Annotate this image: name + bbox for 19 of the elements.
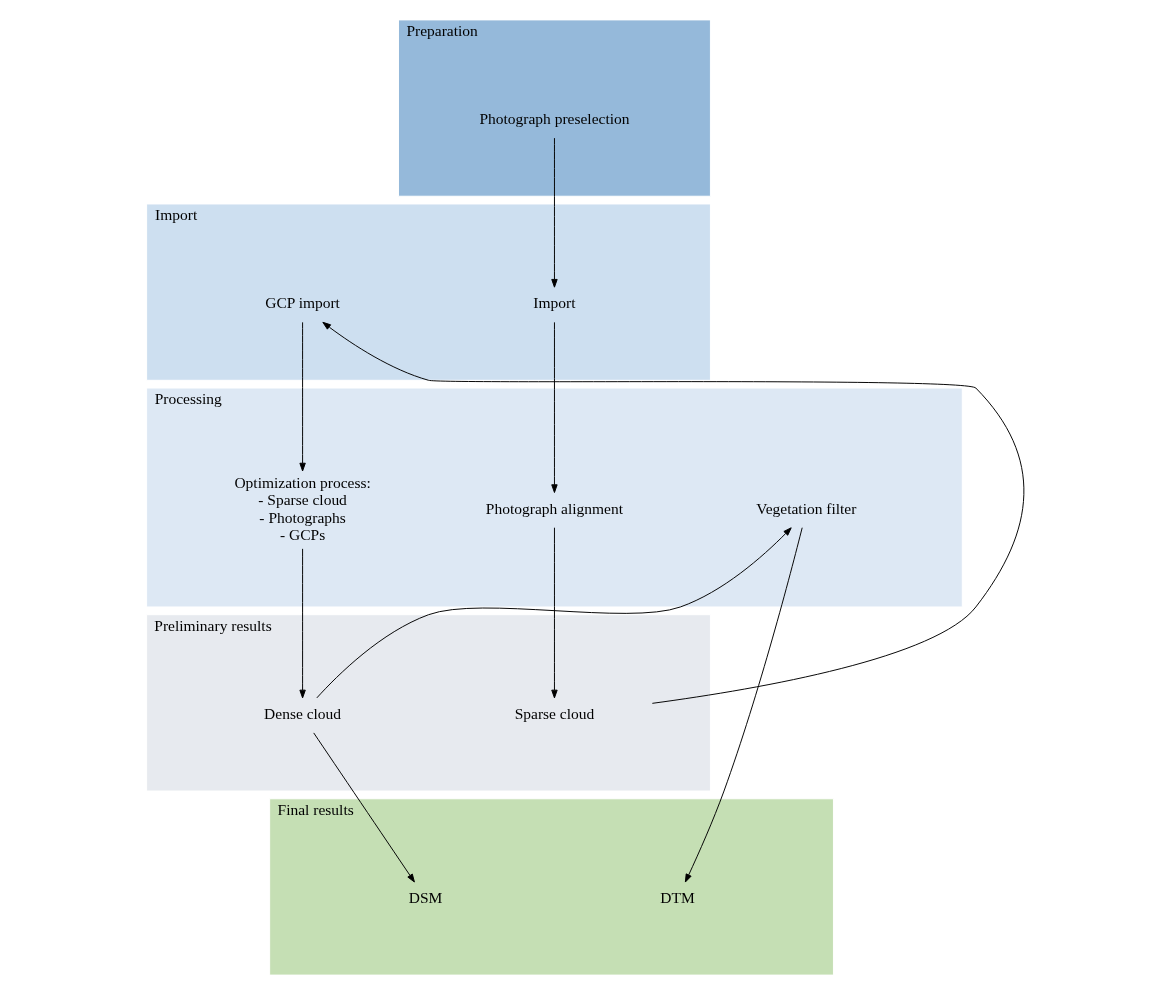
node-text: Optimization process: - Sparse cloud - Photographs - GCPs [234, 473, 371, 543]
arrow [299, 321, 306, 472]
node-text: GCP import [265, 294, 340, 312]
arrow [313, 732, 415, 883]
node-text: DTM [660, 889, 695, 907]
arrow [316, 527, 792, 699]
node-text: Vegetation filter [756, 499, 857, 517]
node-text: Sparse cloud [514, 705, 595, 723]
node-text: Dense cloud [264, 705, 342, 723]
arrow [322, 321, 1025, 704]
node-text: Photograph alignment [485, 499, 624, 517]
node-text: Photograph preselection [479, 110, 630, 128]
arrow [684, 527, 803, 883]
arrow [551, 321, 558, 493]
arrow [551, 527, 558, 699]
node-text: Import [533, 294, 576, 312]
arrow [299, 548, 306, 699]
arrow [551, 137, 558, 288]
node-text: DSM [408, 889, 443, 907]
